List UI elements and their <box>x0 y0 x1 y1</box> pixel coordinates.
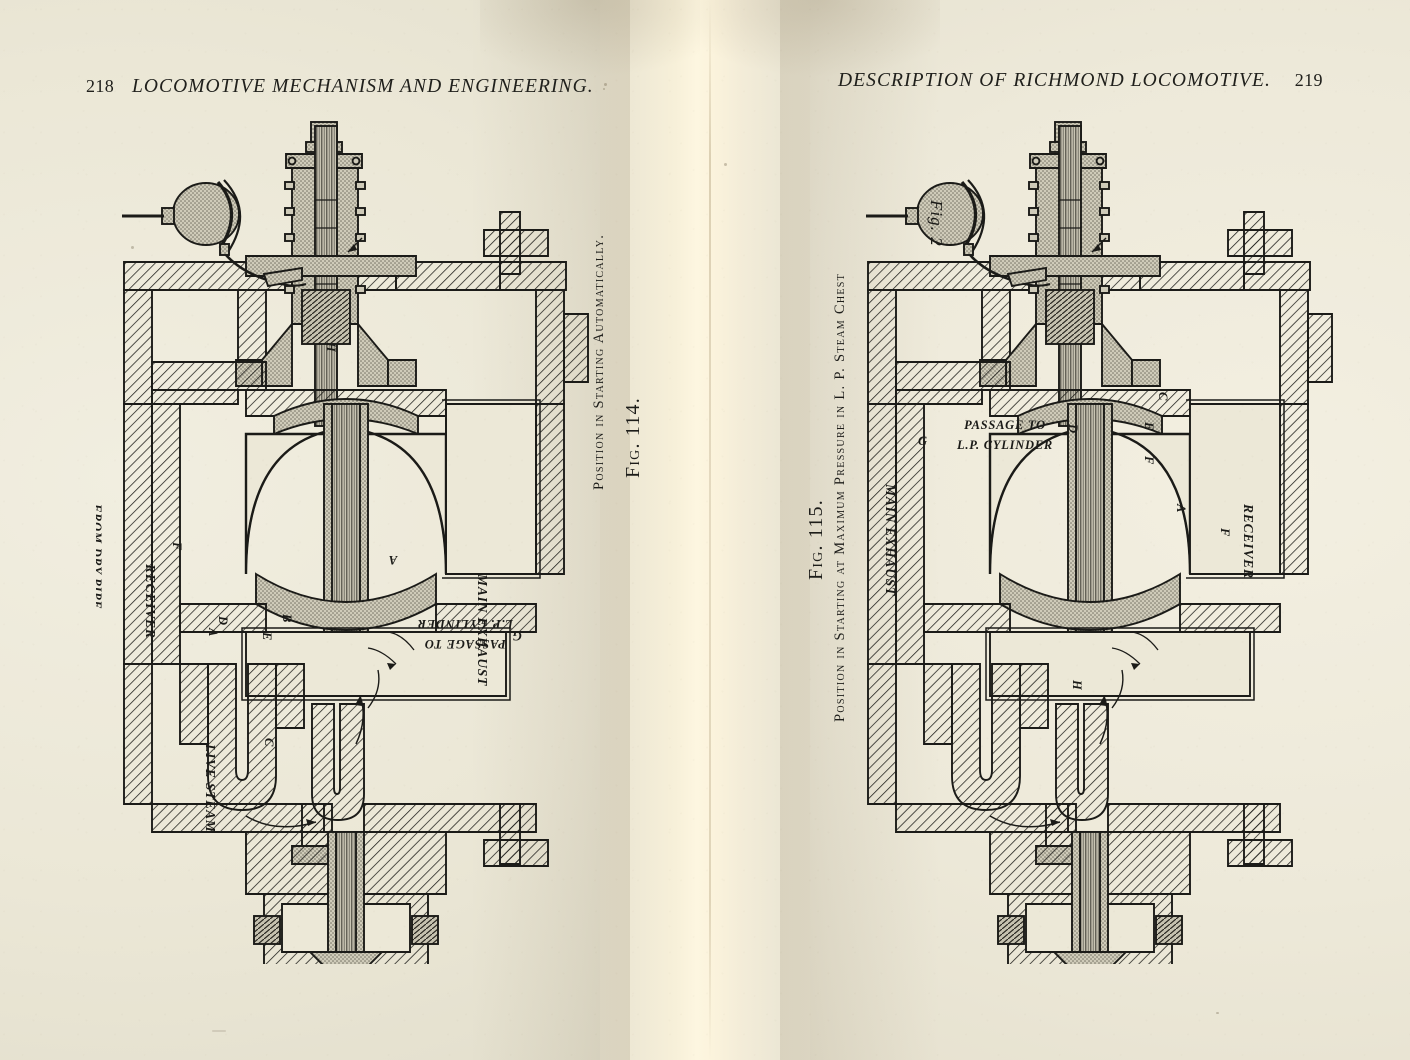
label-key-d-right: D <box>1066 424 1080 434</box>
paper-speck <box>131 246 134 249</box>
label-receiver-right: RECEIVER <box>1241 504 1256 579</box>
right-running-title: DESCRIPTION OF RICHMOND LOCOMOTIVE. <box>838 70 1271 91</box>
paper-speck <box>604 83 607 86</box>
label-key-h-right: H <box>1070 680 1084 691</box>
paper-speck <box>212 1030 226 1032</box>
label-passage-line2-right: L.P. CYLINDER <box>957 438 1053 452</box>
right-caption-position: Position in Starting at Maximum Pressure… <box>832 272 848 722</box>
label-key-g-right: G <box>918 434 928 448</box>
paper-speck <box>724 163 727 166</box>
label-receiver-key: F <box>170 542 184 552</box>
label-key-c: C <box>262 738 276 748</box>
right-caption-figure-number: Fig. 115. <box>805 499 827 580</box>
label-key-d: D <box>216 616 230 626</box>
label-key-a-right: A <box>1174 504 1188 514</box>
right-folio: 219 <box>1294 70 1323 90</box>
left-caption-position: Position in Starting Automatically. <box>591 233 607 490</box>
label-passage-line1-right: PASSAGE TO <box>964 418 1046 432</box>
fig-115-drawing <box>840 104 1340 964</box>
left-caption-figure-number: Fig. 114. <box>622 397 644 478</box>
label-fig-2: Fig. 2 <box>927 200 946 247</box>
label-key-c-right: C <box>1156 392 1170 402</box>
fig-114-drawing <box>96 104 596 964</box>
label-key-e-right: E <box>1142 422 1156 432</box>
left-figure-plate: FROM DRY PIPE RECEIVER F LIVE STEAM MAIN… <box>96 104 596 964</box>
label-main-exhaust-right: MAIN EXHAUST <box>883 484 898 597</box>
label-receiver: RECEIVER <box>143 564 158 639</box>
paper-speck <box>603 88 605 90</box>
left-running-title: LOCOMOTIVE MECHANISM AND ENGINEERING. <box>131 76 594 97</box>
fig-114-svg <box>122 121 589 964</box>
label-passage-line2: L.P. CYLINDER <box>417 617 513 631</box>
label-key-a-lower: A <box>388 553 398 567</box>
left-running-head: 218 LOCOMOTIVE MECHANISM AND ENGINEERING… <box>86 76 594 98</box>
left-folio: 218 <box>86 76 115 96</box>
fig-115-svg <box>866 121 1333 964</box>
right-figure-plate: Fig. 2 PASSAGE TO L.P. CYLINDER MAIN EXH… <box>840 104 1340 964</box>
label-live-steam: LIVE STEAM <box>203 744 218 833</box>
label-key-a-upper: A <box>206 628 220 638</box>
label-receiver-key-right: F <box>1218 528 1232 538</box>
right-running-head: DESCRIPTION OF RICHMOND LOCOMOTIVE. 219 <box>838 70 1323 92</box>
label-key-f-right: F <box>1142 456 1156 466</box>
label-from-dry-pipe: FROM DRY PIPE <box>96 504 104 610</box>
label-key-h: H <box>324 342 338 353</box>
paper-speck <box>1216 1012 1219 1014</box>
label-passage-line1: PASSAGE TO <box>424 637 506 651</box>
label-key-e: E <box>260 632 274 642</box>
book-gutter <box>600 0 810 1060</box>
label-key-g: G <box>512 629 522 643</box>
label-key-b: B <box>280 614 294 624</box>
